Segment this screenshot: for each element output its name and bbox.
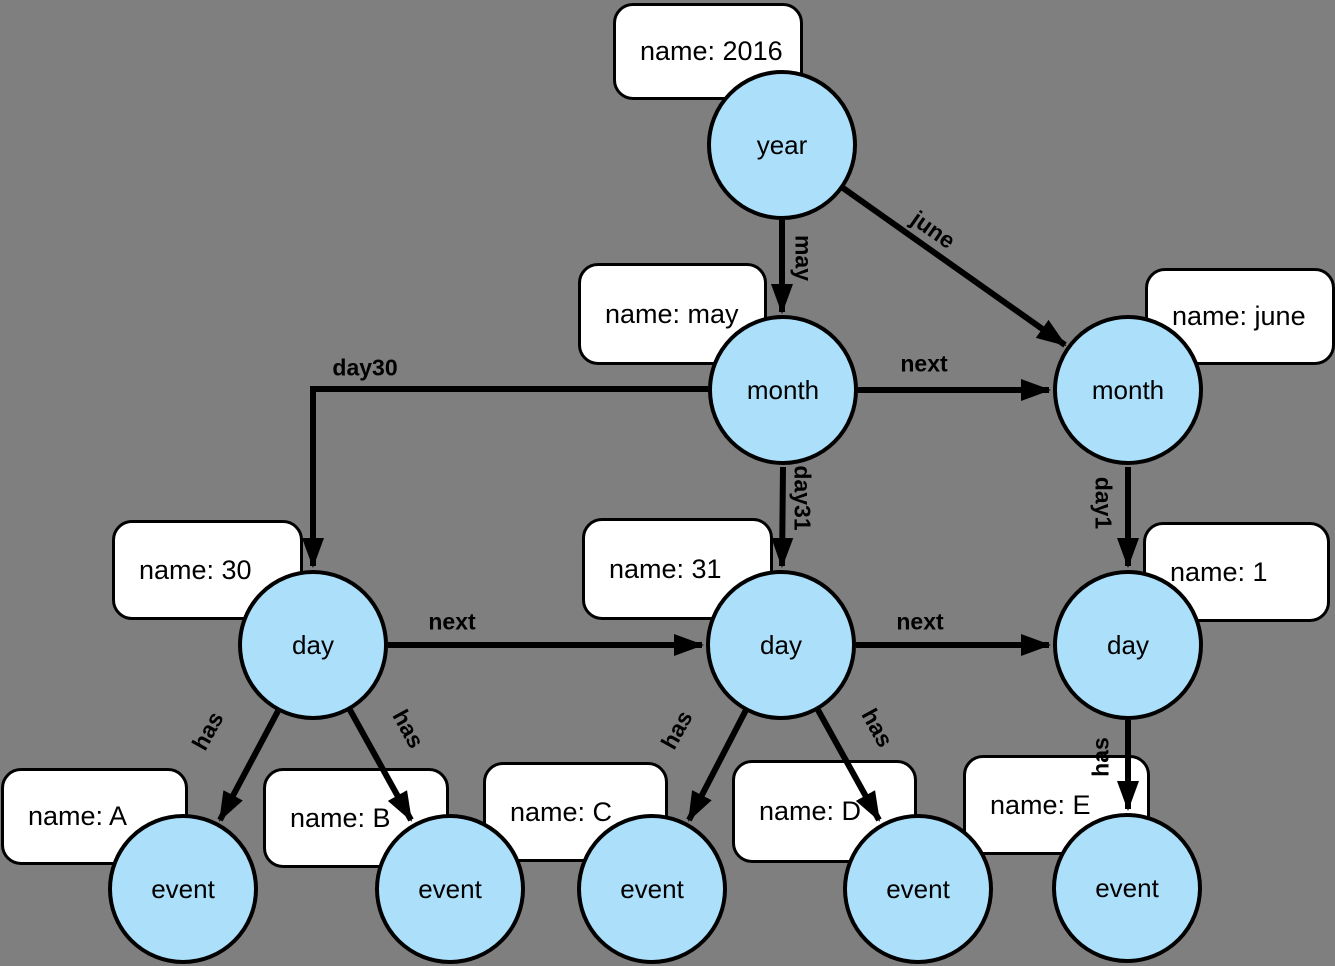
node-day-30: day [238,570,388,720]
edge-day31 [771,466,794,568]
prop-label: name: 31 [609,553,722,584]
edge-has-a [217,709,281,822]
prop-label: name: 30 [139,554,252,585]
edge-label-next-days-1: next [428,608,476,635]
node-year: year [707,70,857,220]
node-label: month [1091,374,1165,405]
prop-label: name: A [28,801,128,831]
node-day-1: day [1053,570,1203,720]
edge-label-has-e: has [1087,737,1114,777]
node-label: event [886,873,950,904]
edge-label-day31: day31 [789,465,816,531]
node-month-june: month [1053,315,1203,465]
node-event-a: event [108,814,258,964]
prop-box-event-c: name: C [483,762,668,862]
prop-label: name: 1 [1170,556,1268,587]
prop-label: name: C [510,796,613,827]
edge-day30 [302,386,708,568]
node-label: month [746,374,820,405]
edge-label-next-days-2: next [896,608,944,635]
node-month-may: month [708,315,858,465]
edge-label-day30: day30 [332,354,398,381]
node-label: event [1095,872,1159,903]
node-label: day [760,629,802,660]
prop-label: name: may [605,298,739,329]
node-label: event [151,873,215,904]
prop-box-year: name: 2016 [613,3,803,100]
edge-label-day1: day1 [1090,476,1117,530]
edge-june [841,185,1067,348]
node-label: event [620,873,684,904]
node-event-c: event [577,814,727,964]
edge-has-b [347,708,414,822]
node-event-d: event [843,814,993,964]
prop-label: name: june [1172,301,1306,331]
node-label: year [756,129,808,160]
node-day-31: day [706,570,856,720]
node-label: day [292,629,334,660]
edge-label-next-months: next [900,350,948,377]
node-event-e: event [1052,813,1202,963]
edge-label-may: may [790,234,817,282]
edge-has-d [815,708,882,822]
prop-label: name: B [290,802,391,833]
prop-label: name: E [990,789,1091,820]
prop-label: name: D [759,796,862,826]
edge-has-c [686,708,749,822]
prop-label: name: 2016 [640,36,783,66]
node-event-b: event [375,814,525,964]
node-label: event [418,873,482,904]
node-label: day [1107,629,1149,660]
